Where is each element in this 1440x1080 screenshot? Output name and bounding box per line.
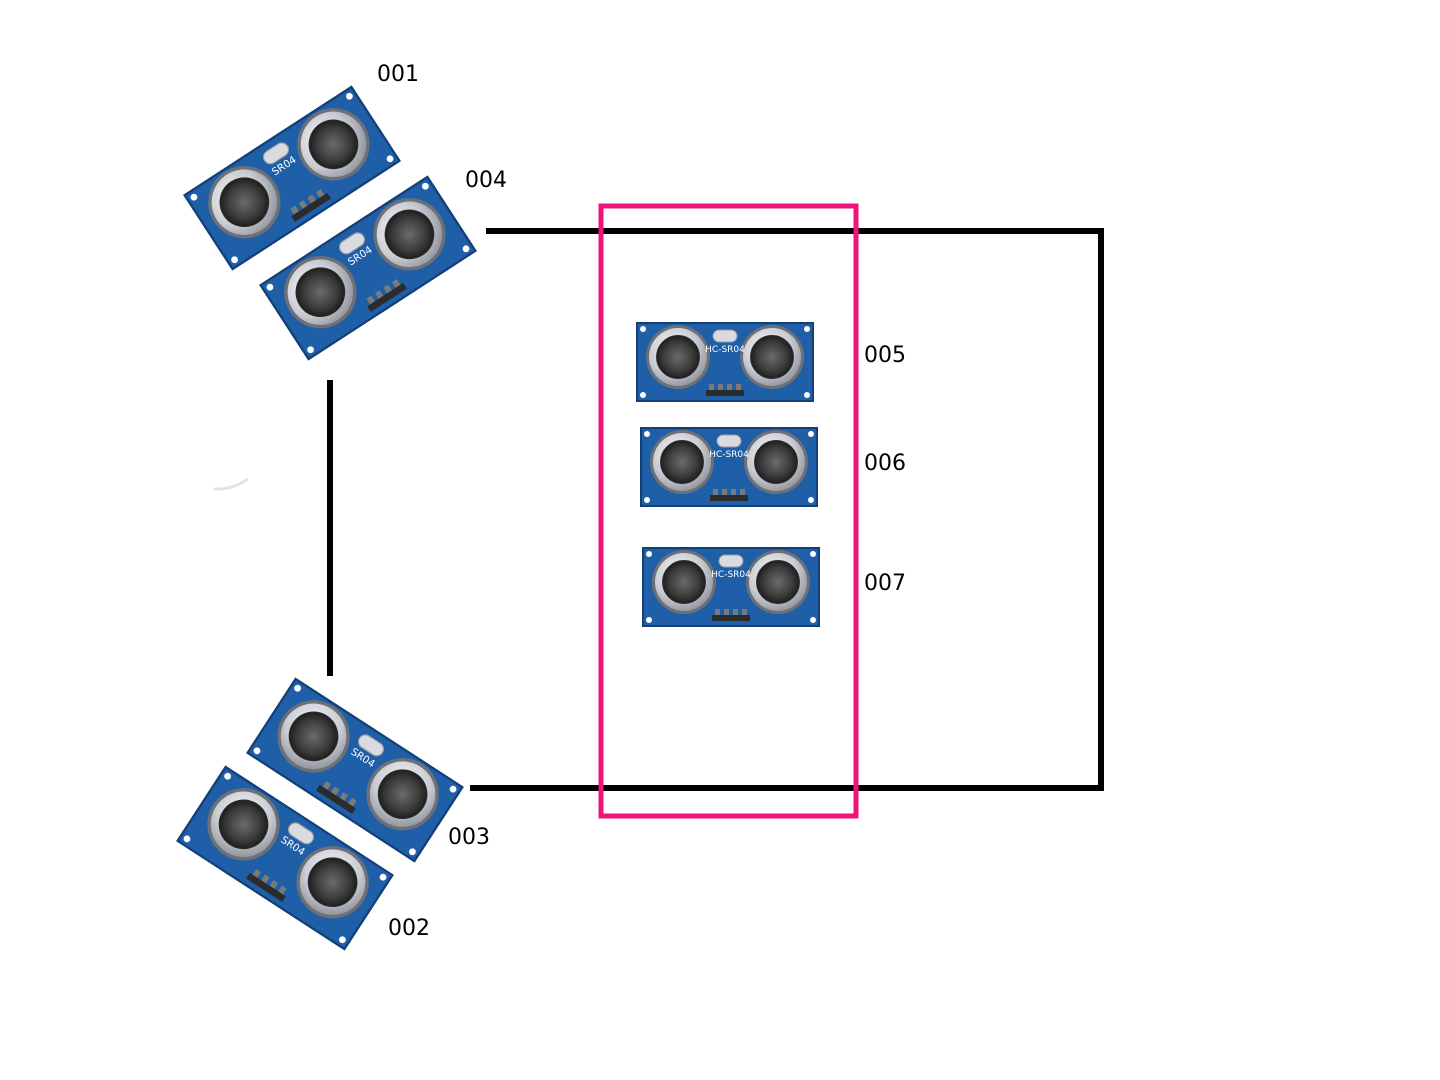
transducer-left-002 [207, 788, 280, 861]
transducer-left-006 [650, 430, 714, 494]
sensor-label-007: 007 [864, 571, 906, 596]
enclosure-frame [327, 228, 1104, 791]
sensor-label-006: 006 [864, 451, 906, 476]
transducer-left-003 [277, 700, 350, 773]
transducer-right-004 [373, 198, 446, 271]
ultrasonic-sensor-icon-005: HC-SR04 [636, 322, 814, 402]
sensor-label-003: 003 [448, 825, 490, 850]
board-text-005: HC-SR04 [705, 345, 745, 355]
board-text-006: HC-SR04 [709, 450, 749, 460]
transducer-left-001 [208, 166, 281, 239]
ultrasonic-sensor-icon-007: HC-SR04 [642, 547, 820, 627]
sensor-label-005: 005 [864, 343, 906, 368]
transducer-right-001 [297, 108, 370, 181]
transducer-right-002 [296, 846, 369, 919]
stray-mark [213, 477, 249, 491]
sensor-label-002: 002 [388, 916, 430, 941]
ultrasonic-sensor-icon-002: SR04 [176, 765, 394, 951]
transducer-left-007 [652, 550, 716, 614]
transducer-left-005 [646, 325, 710, 389]
transducer-right-006 [744, 430, 808, 494]
sensor-label-001: 001 [377, 62, 419, 87]
ultrasonic-sensor-icon-006: HC-SR04 [640, 427, 818, 507]
highlight-box [598, 203, 859, 819]
ultrasonic-sensor-icon-003: SR04 [246, 677, 464, 863]
sensor-label-004: 004 [465, 168, 507, 193]
board-text-007: HC-SR04 [711, 570, 751, 580]
ultrasonic-sensor-icon-001: SR04 [183, 85, 401, 271]
transducer-right-005 [740, 325, 804, 389]
transducer-left-004 [284, 256, 357, 329]
transducer-right-003 [366, 758, 439, 831]
transducer-right-007 [746, 550, 810, 614]
ultrasonic-sensor-icon-004: SR04 [259, 175, 477, 361]
